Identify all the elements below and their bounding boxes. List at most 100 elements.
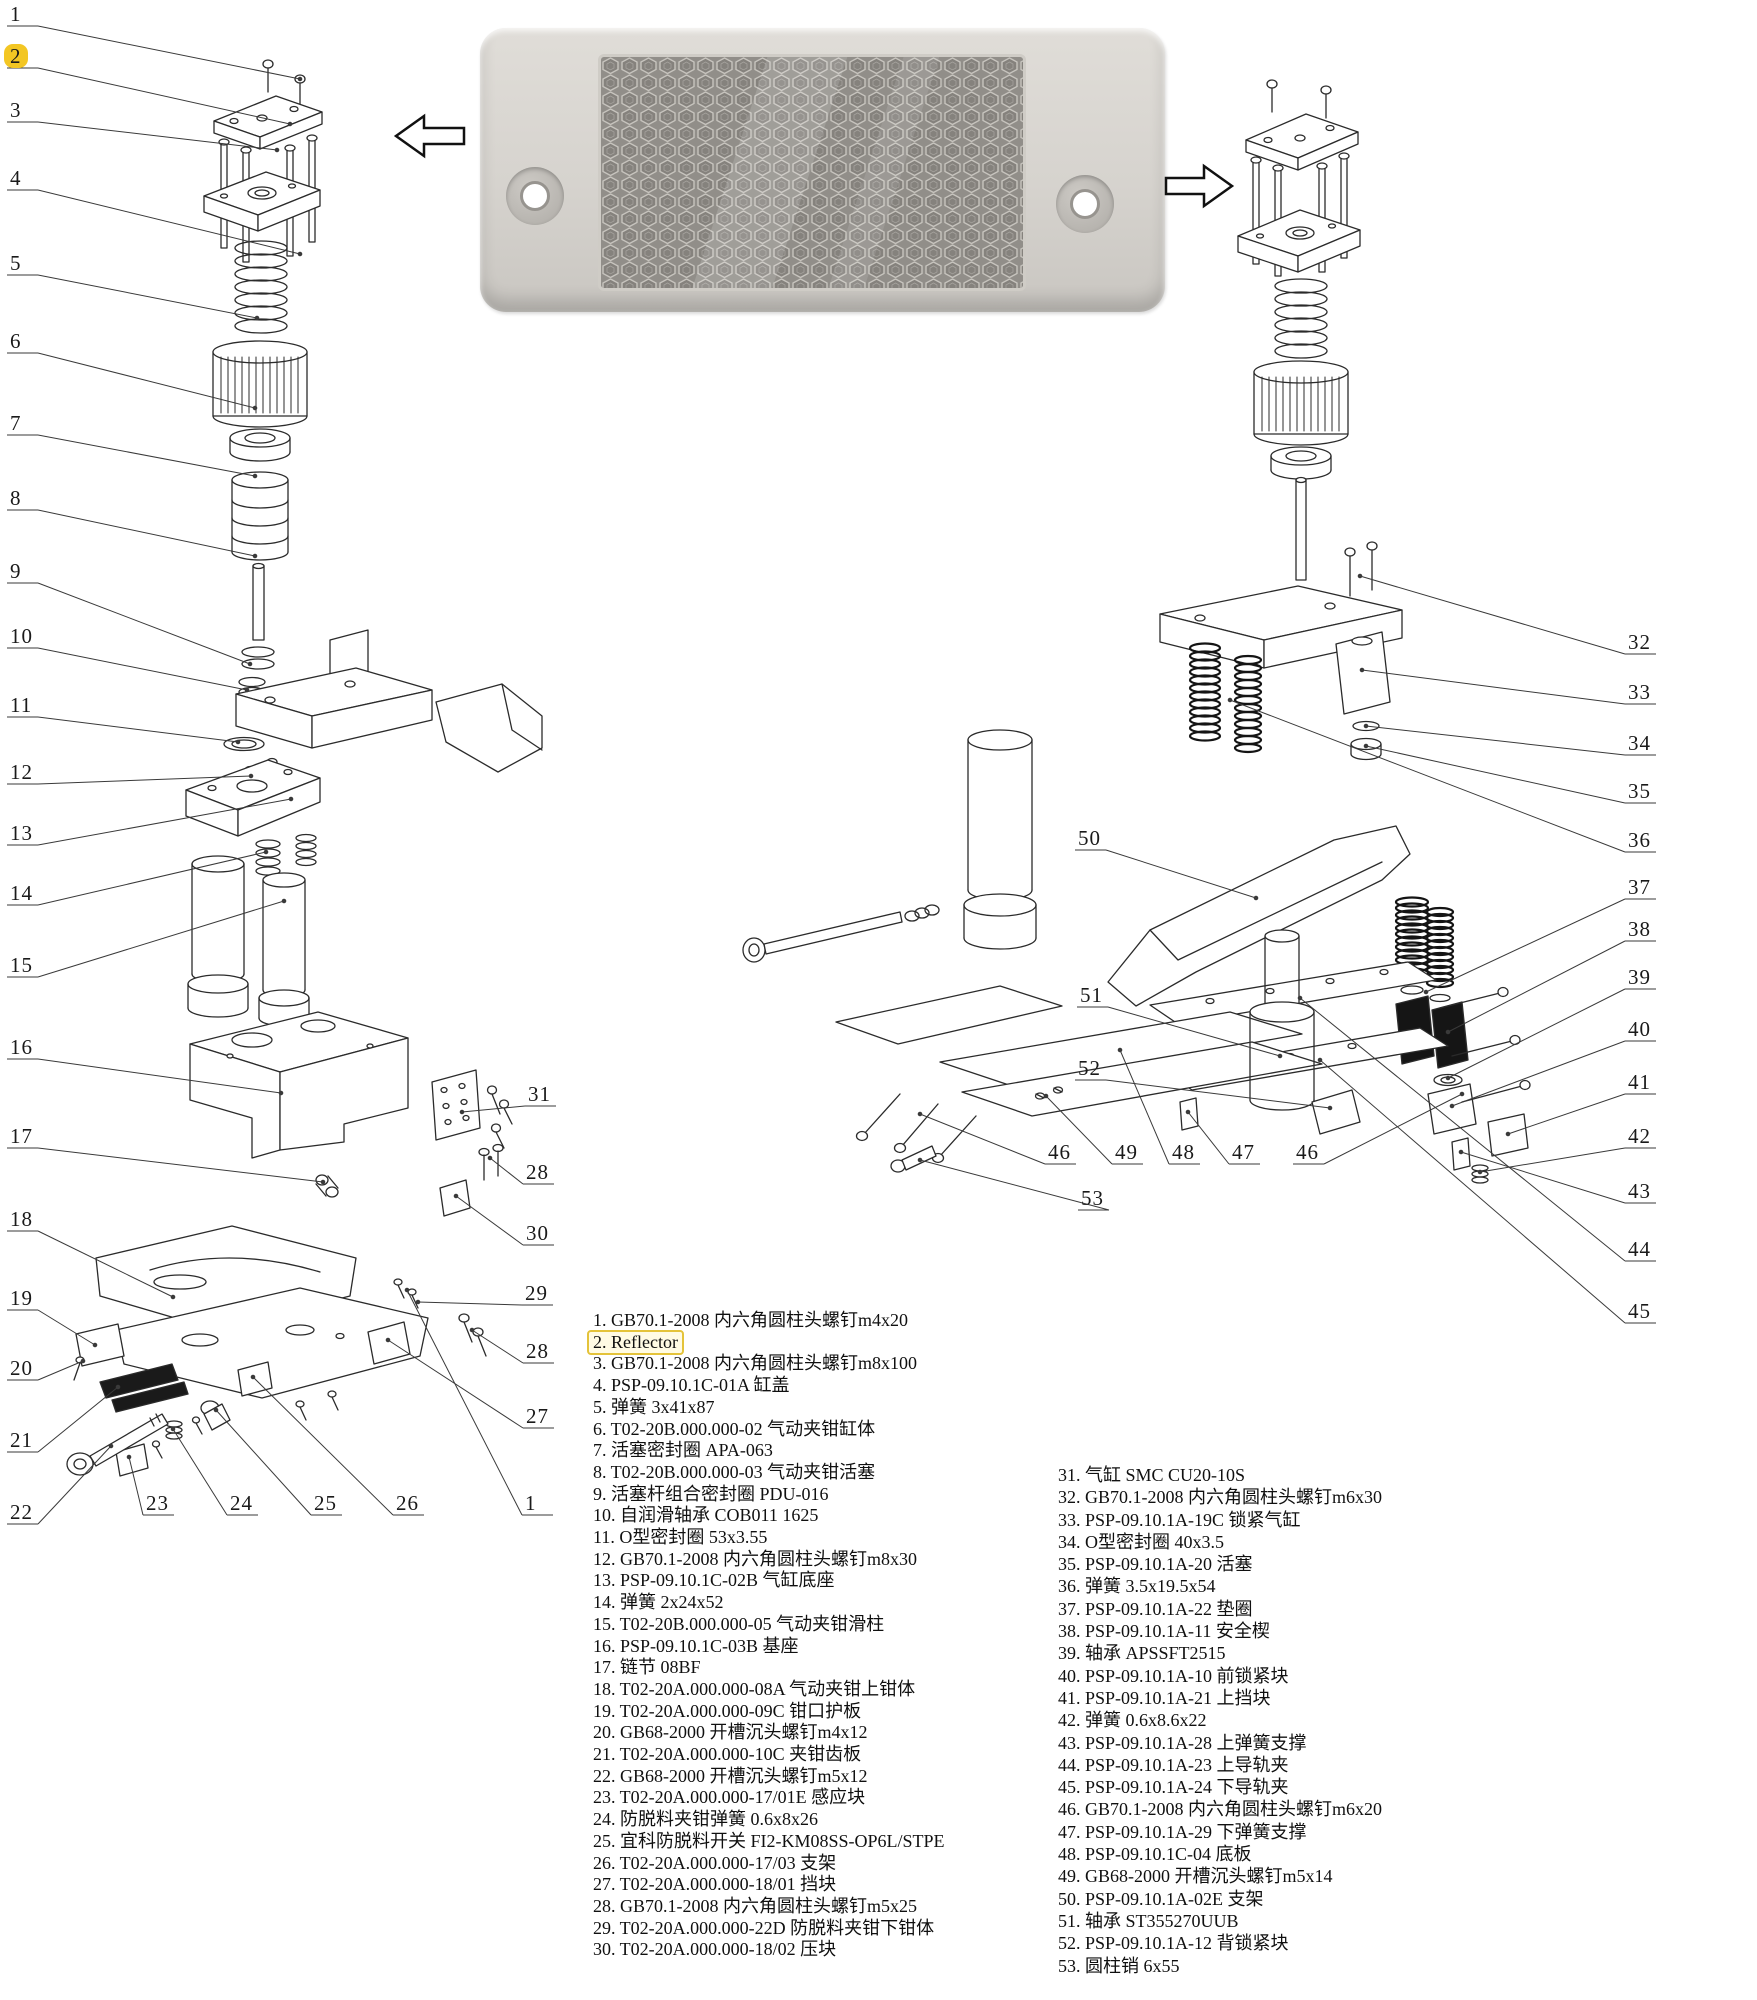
callout-41: 41 bbox=[1628, 1070, 1651, 1094]
part-list-item: 17. 链节 08BF bbox=[593, 1657, 701, 1678]
callout-37: 37 bbox=[1628, 875, 1651, 899]
part-list-item: 52. PSP-09.10.1A-12 背锁紧块 bbox=[1058, 1933, 1289, 1954]
lock-cylinder-33 bbox=[1335, 631, 1391, 715]
callout-14: 14 bbox=[10, 881, 33, 905]
jaw-guard-19 bbox=[75, 1323, 125, 1367]
piston-35 bbox=[1350, 737, 1382, 761]
callout-31: 31 bbox=[528, 1082, 551, 1106]
mounting-hole-left bbox=[506, 167, 564, 225]
lower-clamp-body bbox=[115, 1287, 429, 1399]
callout-50: 50 bbox=[1078, 826, 1101, 850]
reflector-plate bbox=[213, 95, 323, 150]
springs-dark bbox=[1394, 896, 1455, 989]
callout-32: 32 bbox=[1628, 630, 1651, 654]
part-list-item: 14. 弹簧 2x24x52 bbox=[593, 1592, 724, 1613]
piston-rod bbox=[252, 562, 265, 641]
part-list-item: 24. 防脱料夹钳弹簧 0.6x8x26 bbox=[593, 1809, 818, 1830]
long-bolt bbox=[742, 911, 903, 963]
arrow-left-icon bbox=[393, 113, 466, 159]
callout-15: 15 bbox=[10, 953, 33, 977]
part-list-item: 23. T02-20A.000.000-17/01E 感应块 bbox=[593, 1787, 866, 1808]
callout-28: 28 bbox=[526, 1339, 549, 1363]
slide-column bbox=[963, 729, 1037, 950]
part-list-item: 29. T02-20A.000.000-22D 防脱料夹钳下钳体 bbox=[593, 1917, 935, 1938]
callout-42: 42 bbox=[1628, 1124, 1651, 1148]
callout-38: 38 bbox=[1628, 917, 1651, 941]
part-list-item: 13. PSP-09.10.1C-02B 气缸底座 bbox=[593, 1570, 835, 1591]
part-list-item: 10. 自润滑轴承 COB011 1625 bbox=[593, 1505, 819, 1526]
cap-screws bbox=[262, 59, 306, 107]
callout-51: 51 bbox=[1080, 983, 1103, 1007]
honeycomb-pattern bbox=[601, 57, 1023, 288]
callout-24: 24 bbox=[230, 1491, 253, 1515]
callout-28: 28 bbox=[526, 1160, 549, 1184]
part-list-item: 31. 气缸 SMC CU20-10S bbox=[1058, 1465, 1246, 1485]
cylinder-base-flange bbox=[185, 759, 321, 837]
piston bbox=[231, 471, 289, 561]
cylinder-cap bbox=[1237, 209, 1361, 273]
part-list-item: 33. PSP-09.10.1A-19C 锁紧气缸 bbox=[1058, 1509, 1301, 1530]
mounting-hole-bore bbox=[520, 181, 550, 211]
washers-37 bbox=[1400, 985, 1451, 1003]
chute-bracket-50 bbox=[1107, 825, 1411, 1007]
cylinder-body bbox=[1253, 360, 1349, 446]
part-list-item: 44. PSP-09.10.1A-23 上导轨夹 bbox=[1058, 1754, 1289, 1775]
lower-rail-45 bbox=[1164, 1027, 1449, 1091]
long-screw-22 bbox=[66, 1413, 169, 1476]
long-screws bbox=[1250, 152, 1350, 277]
left-assembly-art bbox=[66, 59, 543, 1477]
cap-screws bbox=[1266, 79, 1332, 119]
part-list-item: 9. 活塞杆组合密封圈 PDU-016 bbox=[593, 1483, 829, 1504]
part-list-item: 5. 弹簧 3x41x87 bbox=[593, 1396, 715, 1417]
part-list-item: 19. T02-20A.000.000-09C 钳口护板 bbox=[593, 1700, 862, 1721]
countersunk-screws-49 bbox=[1034, 1086, 1064, 1100]
screws-28 bbox=[478, 1143, 504, 1181]
part-list-item: 36. 弹簧 3.5x19.5x54 bbox=[1058, 1576, 1216, 1597]
callout-23: 23 bbox=[146, 1491, 169, 1515]
cylinder-body bbox=[212, 340, 308, 428]
callout-25: 25 bbox=[314, 1491, 337, 1515]
slide-columns bbox=[187, 855, 310, 1027]
long-screws bbox=[218, 134, 318, 263]
callout-13: 13 bbox=[10, 821, 33, 845]
pin-53 bbox=[890, 1145, 937, 1173]
callout-18: 18 bbox=[10, 1207, 33, 1231]
piston-seal bbox=[1270, 446, 1332, 480]
callout-39: 39 bbox=[1628, 965, 1651, 989]
callout-4: 4 bbox=[10, 166, 22, 190]
part-list-item: 25. 宜科防脱料开关 FI2-KM08SS-OP6L/STPE bbox=[593, 1830, 945, 1851]
callout-6: 6 bbox=[10, 329, 22, 353]
callout-3: 3 bbox=[10, 98, 22, 122]
part-list-item: 20. GB68-2000 开槽沉头螺钉m4x12 bbox=[593, 1722, 868, 1743]
piston-seal bbox=[229, 428, 291, 462]
callout-20: 20 bbox=[10, 1356, 33, 1380]
rod-seals bbox=[238, 646, 275, 698]
callout-1: 1 bbox=[10, 2, 22, 26]
base-plates bbox=[835, 985, 1323, 1117]
callout-1: 1 bbox=[525, 1491, 537, 1515]
part-list-item: 2. Reflector bbox=[587, 1329, 684, 1356]
front-lock-block-40 bbox=[1427, 1083, 1477, 1135]
spring bbox=[1274, 278, 1328, 359]
part-list-item: 42. 弹簧 0.6x8.6x22 bbox=[1058, 1710, 1207, 1731]
callout-47: 47 bbox=[1232, 1140, 1255, 1164]
bracket-26 bbox=[237, 1361, 273, 1397]
part-list-item: 8. T02-20B.000.000-03 气动夹钳活塞 bbox=[593, 1461, 876, 1482]
part-list-item: 7. 活塞密封圈 APA-063 bbox=[593, 1440, 773, 1461]
part-list-item: 49. GB68-2000 开槽沉头螺钉m5x14 bbox=[1058, 1866, 1333, 1887]
part-list-item: 30. T02-20A.000.000-18/02 压块 bbox=[593, 1939, 837, 1960]
spring bbox=[234, 240, 288, 334]
part-list-item: 34. O型密封圈 40x3.5 bbox=[1058, 1531, 1224, 1552]
callout-46: 46 bbox=[1296, 1140, 1319, 1164]
part-list-item: 40. PSP-09.10.1A-10 前锁紧块 bbox=[1058, 1665, 1289, 1686]
stop-block-27 bbox=[367, 1321, 411, 1365]
part-list-item: 48. PSP-09.10.1C-04 底板 bbox=[1058, 1844, 1252, 1865]
reflector-photo bbox=[480, 28, 1165, 312]
screws-28b bbox=[458, 1313, 487, 1357]
part-list-item: 12. GB70.1-2008 内六角圆柱头螺钉m8x30 bbox=[593, 1548, 917, 1569]
part-list-item: 50. PSP-09.10.1A-02E 支架 bbox=[1058, 1888, 1264, 1909]
small-springs bbox=[255, 833, 317, 876]
